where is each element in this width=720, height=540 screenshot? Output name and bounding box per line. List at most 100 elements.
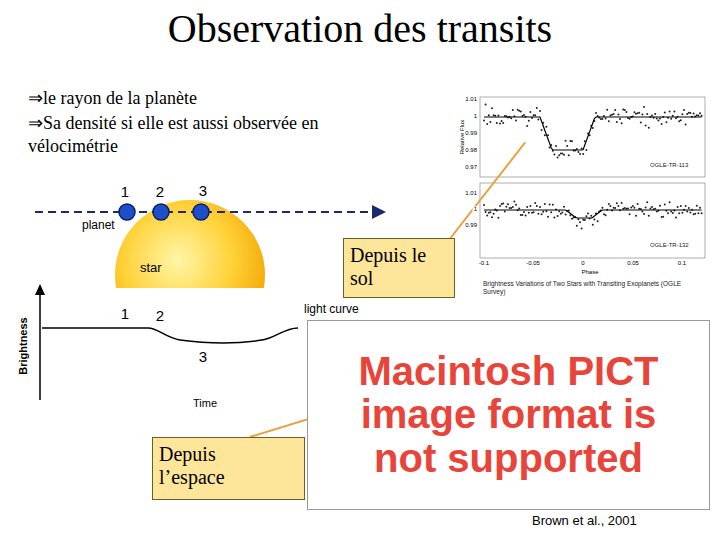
data-point [673, 111, 675, 113]
data-point [539, 206, 541, 208]
data-point [537, 213, 539, 215]
axis-arrowhead [35, 284, 45, 295]
data-point [646, 201, 648, 203]
data-point [659, 205, 661, 207]
data-point [491, 107, 493, 109]
data-point [651, 114, 653, 116]
data-point [510, 117, 512, 119]
data-point [662, 216, 664, 218]
curve-label: light curve [304, 302, 359, 316]
position-number: 1 [121, 305, 129, 323]
tick-label: 0.98 [464, 147, 478, 154]
tick-label: 1.01 [464, 96, 478, 103]
data-point [547, 216, 549, 218]
data-point [672, 212, 674, 214]
data-point [641, 114, 643, 116]
light-curve-panel [8, 288, 300, 420]
data-point [566, 145, 568, 147]
planet-label: planet [82, 218, 115, 232]
data-point [613, 113, 615, 115]
tick-label: 1.01 [464, 190, 478, 197]
data-point [665, 121, 667, 123]
data-point [659, 117, 661, 119]
data-point [489, 211, 491, 213]
data-point [616, 202, 618, 204]
position-number: 3 [199, 348, 207, 366]
data-point [680, 119, 682, 121]
plot-text: OGLE-TR-113 [650, 162, 688, 169]
data-point [518, 207, 520, 209]
data-point [664, 203, 666, 205]
data-point [541, 213, 543, 215]
data-point [491, 216, 493, 218]
data-point [685, 123, 687, 125]
data-point [534, 202, 536, 204]
data-point [656, 118, 658, 120]
data-point [632, 205, 634, 207]
data-point [614, 109, 616, 111]
data-point [486, 123, 488, 125]
data-point [686, 113, 688, 115]
data-point [646, 113, 648, 115]
data-point [576, 225, 578, 227]
data-point [645, 124, 647, 126]
data-point [515, 204, 517, 206]
data-point [499, 205, 501, 207]
data-point [499, 123, 501, 125]
data-point [608, 120, 610, 122]
data-point [699, 112, 701, 114]
planet-dot [193, 204, 209, 220]
data-point [534, 114, 536, 116]
box-text: Depuis l’espace [159, 443, 254, 489]
axis-label: Brightness [17, 317, 30, 374]
photo-panel: OGLE-TR-113OGLE-TR-132Brightness Variati… [455, 95, 715, 310]
data-point [592, 224, 594, 226]
data-point [501, 120, 503, 122]
tick-label: 0.05 [627, 260, 639, 267]
model-curve [484, 117, 702, 150]
data-point [689, 112, 691, 114]
model-curve [484, 210, 702, 218]
data-point [701, 115, 703, 117]
callout-line [451, 142, 526, 238]
bullet-text: ⇒Sa densité si elle est aussi observée e… [28, 112, 368, 157]
data-point [536, 107, 538, 109]
tick-label: 1 [473, 206, 478, 213]
data-point [601, 207, 603, 209]
data-point [657, 119, 659, 121]
data-point [571, 140, 573, 142]
data-point [688, 207, 690, 209]
data-point [581, 227, 583, 229]
data-point [579, 221, 581, 223]
orbit-arrowhead [372, 205, 386, 219]
data-point [512, 109, 514, 111]
data-point [667, 212, 669, 214]
data-point [672, 115, 674, 117]
data-point [537, 118, 539, 120]
light-curve [42, 328, 298, 343]
data-point [488, 114, 490, 116]
callout-box: Depuis l’espace [152, 437, 305, 500]
data-point [533, 211, 535, 213]
data-point [680, 205, 682, 207]
data-point [512, 206, 514, 208]
data-point [513, 201, 515, 203]
data-point [571, 218, 573, 220]
data-point [489, 121, 491, 123]
tick-label: 0.99 [464, 222, 478, 229]
citation: Brown et al., 2001 [532, 513, 637, 529]
data-point [486, 214, 488, 216]
data-point [568, 154, 570, 156]
data-point [592, 127, 594, 129]
data-point [529, 205, 531, 207]
data-point [633, 111, 635, 113]
tick-label: -0.1 [479, 260, 489, 267]
data-point [678, 212, 680, 214]
axis-label: Phase [581, 269, 598, 276]
data-point [521, 214, 523, 216]
data-point [643, 106, 645, 108]
data-point [523, 114, 525, 116]
data-point [536, 205, 538, 207]
data-point [621, 202, 623, 204]
